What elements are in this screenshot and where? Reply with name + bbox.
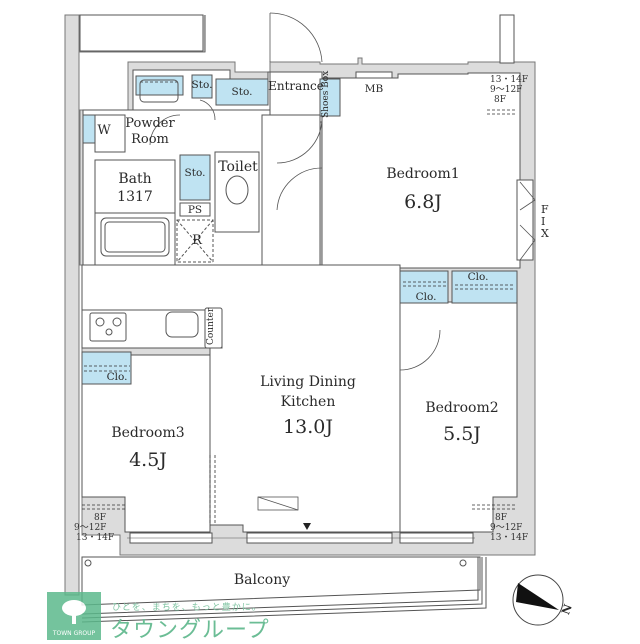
counter-label: Counter (206, 307, 216, 345)
bedroom1-size: 6.8J (404, 191, 442, 213)
floor-note-bl-2: 9～12F (74, 523, 107, 533)
ldk-label-1: Living Dining (260, 374, 356, 390)
closet-label-bedroom1: Clo. (467, 271, 489, 283)
town-group-logo: TOWN GROUP (47, 592, 101, 640)
r-label: R (192, 233, 202, 248)
closet-label-bedroom3: Clo. (106, 371, 128, 383)
entry-marker (303, 523, 311, 530)
fix-window-label: FIX (541, 203, 549, 240)
mb-label: MB (364, 83, 384, 95)
storage-label-3: Sto. (184, 167, 206, 179)
floor-note-bl-3: 13・14F (76, 533, 115, 543)
kitchen-counter (81, 307, 223, 349)
tree-icon (62, 600, 86, 624)
floor-note-br-3: 13・14F (490, 533, 529, 543)
floor-note-bl-1: 8F (94, 513, 106, 523)
interior (81, 69, 521, 606)
bedroom3-label: Bedroom3 (111, 425, 185, 441)
washer-label: W (97, 123, 111, 138)
floor-note-tr-3: 8F (494, 95, 506, 105)
brand-tagline: ひとを、まちを、もっと豊かに。 (112, 603, 262, 613)
logo-text: TOWN GROUP (52, 630, 96, 637)
storage-label-2: Sto. (231, 86, 253, 98)
closet-label-bedroom2: Clo. (415, 291, 437, 303)
compass-icon (512, 574, 564, 626)
bedroom3-size: 4.5J (129, 449, 167, 471)
ldk-label-2: Kitchen (280, 394, 336, 410)
shoes-box-label: Shoes Box (321, 70, 331, 118)
entrance-label: Entrance (268, 79, 324, 93)
toilet-label: Toilet (218, 159, 258, 175)
balcony-label: Balcony (233, 572, 291, 588)
powder-room-label-2: Room (131, 132, 169, 147)
floor-note-tr-1: 13・14F (490, 75, 529, 85)
floor-note-tr-2: 9～12F (490, 85, 523, 95)
storage-label-1: Sto. (191, 79, 213, 91)
brand-name: タウングループ (110, 618, 270, 643)
powder-room-label-1: Powder (125, 116, 175, 131)
bedroom2-label: Bedroom2 (425, 400, 499, 416)
bedroom1-label: Bedroom1 (386, 166, 460, 182)
ps-label: PS (187, 204, 203, 216)
adjacent-unit (79, 14, 204, 52)
bath-label: Bath (118, 171, 152, 187)
floor-note-br-1: 8F (495, 513, 507, 523)
bedroom2-size: 5.5J (443, 423, 481, 445)
bath-size-label: 1317 (117, 189, 153, 205)
ldk-size: 13.0J (283, 416, 333, 438)
floor-note-br-2: 9～12F (490, 523, 523, 533)
